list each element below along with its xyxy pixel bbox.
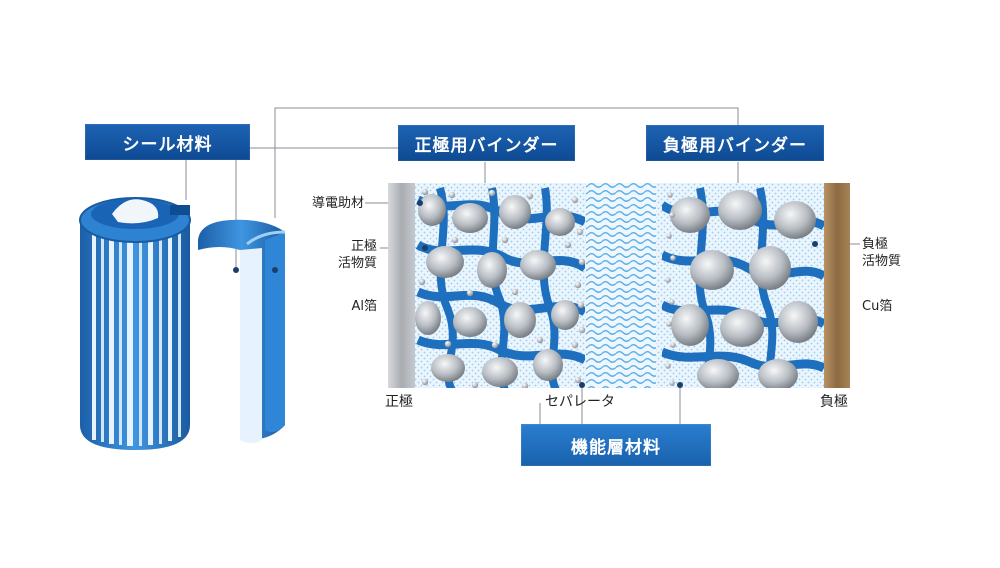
- anode-active-label: 負極 活物質: [862, 237, 902, 269]
- conductive-aid-beads: [418, 188, 585, 388]
- cathode-active-particles: [415, 194, 579, 387]
- anode-binder-tag: 負極用バインダー: [646, 125, 824, 161]
- cathode-label: 正極: [385, 394, 413, 410]
- cathode-active-label: 正極 活物質: [337, 239, 377, 271]
- separator-layer: [586, 183, 656, 388]
- anode-label: 負極: [820, 394, 848, 410]
- al-foil-label: Al箔: [351, 299, 377, 314]
- seal-material-tag: シール材料: [85, 124, 250, 160]
- anode-active-particles: [670, 190, 818, 388]
- electrode-cross-section: [388, 183, 850, 388]
- conductive-aid-label: 導電助材: [312, 196, 365, 211]
- functional-layer-beads: [665, 192, 676, 386]
- al-foil: [388, 183, 415, 388]
- battery-cell-illustration: [79, 197, 286, 450]
- electrode-roll-stripes: [92, 232, 181, 446]
- separator-label: セパレータ: [545, 394, 615, 410]
- cathode-binder-tag: 正極用バインダー: [398, 125, 575, 161]
- seal-material-label: シール材料: [122, 134, 213, 155]
- cu-foil: [824, 183, 850, 388]
- anode-binder-label: 負極用バインダー: [663, 135, 807, 156]
- cu-foil-label: Cu箔: [862, 299, 893, 314]
- cathode-binder-label: 正極用バインダー: [414, 135, 559, 156]
- functional-layer-tag: 機能層材料: [521, 424, 711, 466]
- functional-layer-label: 機能層材料: [571, 437, 661, 458]
